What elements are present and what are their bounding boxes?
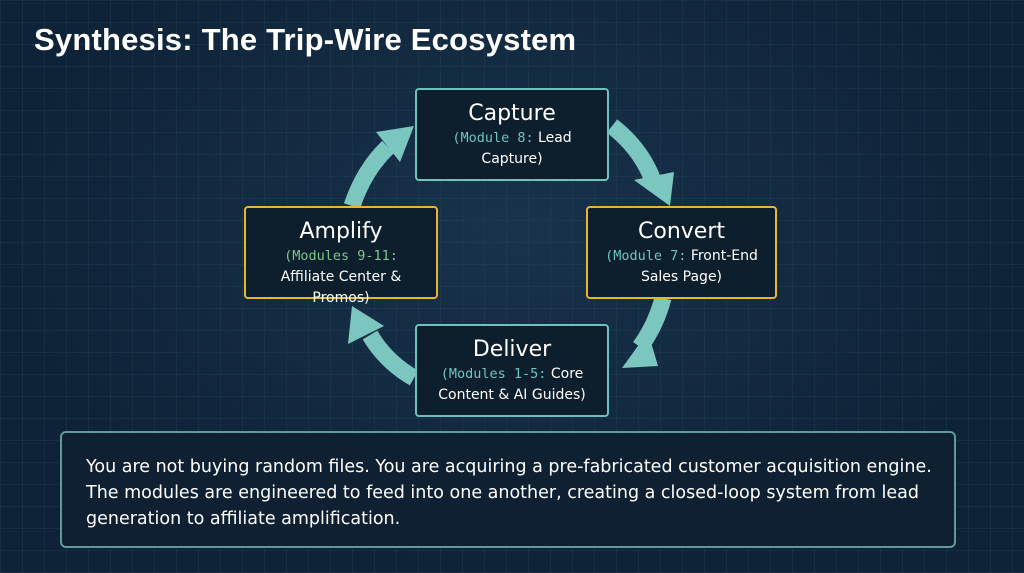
arrow-deliver-to-amplify-icon	[348, 306, 419, 386]
node-deliver-title: Deliver	[472, 337, 552, 362]
arrow-capture-to-convert-icon	[606, 119, 674, 206]
node-capture-detail: Lead Capture)	[481, 130, 572, 167]
summary-box: You are not buying random files. You are…	[60, 431, 956, 548]
node-convert-module: (Module 7:	[605, 248, 687, 264]
node-amplify-detail: Affiliate Center & Promos)	[280, 269, 402, 306]
arrow-convert-to-deliver-icon	[622, 295, 672, 368]
node-deliver-module: (Modules 1-5:	[440, 366, 547, 382]
node-deliver: Deliver (Modules 1-5: Core Content & AI …	[415, 324, 609, 417]
summary-text: You are not buying random files. You are…	[86, 457, 932, 529]
slide-title: Synthesis: The Trip-Wire Ecosystem	[34, 22, 577, 57]
node-deliver-desc: (Modules 1-5: Core Content & AI Guides)	[417, 364, 607, 406]
node-amplify-desc: (Modules 9-11: Affiliate Center & Promos…	[246, 246, 436, 309]
node-amplify-module: (Modules 9-11:	[284, 248, 398, 264]
node-deliver-detail: Core Content & AI Guides)	[438, 366, 586, 403]
node-capture: Capture (Module 8: Lead Capture)	[415, 88, 609, 181]
node-amplify-title: Amplify	[299, 219, 383, 244]
node-capture-module: (Module 8:	[452, 130, 534, 146]
node-capture-title: Capture	[468, 101, 556, 126]
arrow-amplify-to-capture-icon	[343, 126, 414, 209]
node-convert-detail: Front-End Sales Page)	[640, 248, 758, 285]
node-convert-desc: (Module 7: Front-End Sales Page)	[588, 246, 775, 288]
node-amplify: Amplify (Modules 9-11: Affiliate Center …	[244, 206, 438, 306]
node-capture-desc: (Module 8: Lead Capture)	[417, 128, 607, 170]
node-convert: Convert (Module 7: Front-End Sales Page)	[586, 206, 777, 299]
node-convert-title: Convert	[638, 219, 725, 244]
